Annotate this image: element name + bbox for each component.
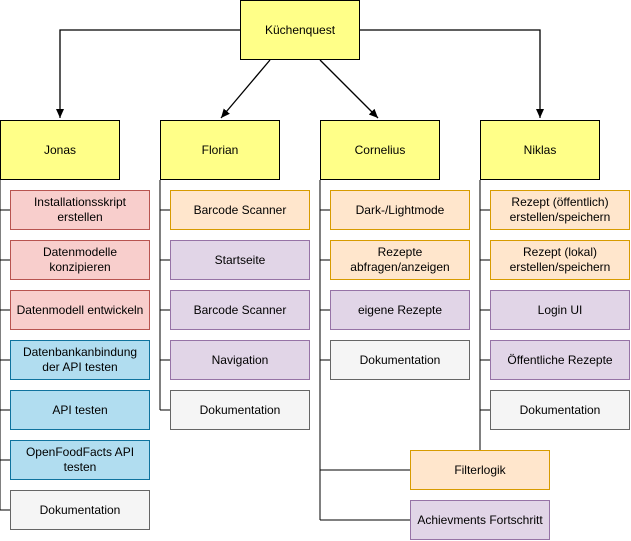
task-cornelius-1-label: Dark-/Lightmode [355, 202, 445, 217]
task-jonas-1: Installationsskript erstellen [10, 190, 150, 230]
task-niklas-3: Login UI [490, 290, 630, 330]
task-florian-3-label: Barcode Scanner [193, 302, 287, 317]
column-header-niklas-label: Niklas [523, 142, 557, 157]
task-jonas-6-label: OpenFoodFacts API testen [25, 445, 135, 474]
column-header-florian-label: Florian [201, 142, 239, 157]
task-jonas-5-label: API testen [52, 402, 108, 417]
task-cornelius-2: Rezepte abfragen/anzeigen [330, 240, 470, 280]
task-jonas-7-label: Dokumentation [39, 502, 121, 517]
root-node-label: Küchenquest [264, 22, 336, 37]
column-header-cornelius-label: Cornelius [354, 142, 406, 157]
task-niklas-5: Dokumentation [490, 390, 630, 430]
task-jonas-2: Datenmodelle konzipieren [10, 240, 150, 280]
task-jonas-3: Datenmodell entwickeln [10, 290, 150, 330]
shared-task-1-label: Filterlogik [454, 462, 506, 477]
task-cornelius-4: Dokumentation [330, 340, 470, 380]
task-florian-1-label: Barcode Scanner [193, 202, 287, 217]
arrow-root-to-niklas [360, 29, 544, 118]
task-jonas-6: OpenFoodFacts API testen [10, 440, 150, 480]
task-jonas-2-label: Datenmodelle konzipieren [42, 245, 118, 274]
task-florian-5: Dokumentation [170, 390, 310, 430]
column-header-florian: Florian [160, 120, 280, 180]
shared-task-2-label: Achievments Fortschritt [417, 512, 543, 527]
column-header-cornelius: Cornelius [320, 120, 440, 180]
task-niklas-2-label: Rezept (lokal) erstellen/speichern [509, 245, 611, 274]
shared-task-2: Achievments Fortschritt [410, 500, 550, 540]
column-header-jonas-label: Jonas [43, 142, 77, 157]
task-florian-4-label: Navigation [211, 352, 269, 367]
shared-task-1: Filterlogik [410, 450, 550, 490]
task-florian-2: Startseite [170, 240, 310, 280]
column-header-niklas: Niklas [480, 120, 600, 180]
task-niklas-1: Rezept (öffentlich) erstellen/speichern [490, 190, 630, 230]
task-jonas-7: Dokumentation [10, 490, 150, 530]
arrow-root-to-jonas [56, 29, 240, 118]
task-jonas-3-label: Datenmodell entwickeln [16, 302, 144, 317]
task-jonas-4-label: Datenbankanbindung der API testen [22, 345, 138, 374]
task-niklas-3-label: Login UI [537, 302, 583, 317]
task-niklas-1-label: Rezept (öffentlich) erstellen/speichern [509, 195, 611, 224]
arrow-root-to-florian [220, 59, 271, 119]
task-niklas-4: Öffentliche Rezepte [490, 340, 630, 380]
column-header-jonas: Jonas [0, 120, 120, 180]
task-niklas-5-label: Dokumentation [519, 402, 601, 417]
task-jonas-4: Datenbankanbindung der API testen [10, 340, 150, 380]
task-cornelius-2-label: Rezepte abfragen/anzeigen [350, 245, 450, 274]
task-florian-1: Barcode Scanner [170, 190, 310, 230]
task-niklas-2: Rezept (lokal) erstellen/speichern [490, 240, 630, 280]
task-florian-5-label: Dokumentation [199, 402, 281, 417]
arrow-root-to-cornelius [319, 59, 379, 119]
task-jonas-5: API testen [10, 390, 150, 430]
task-florian-3: Barcode Scanner [170, 290, 310, 330]
task-cornelius-1: Dark-/Lightmode [330, 190, 470, 230]
task-florian-2-label: Startseite [214, 252, 266, 267]
root-node: Küchenquest [240, 0, 360, 60]
task-jonas-1-label: Installationsskript erstellen [33, 195, 127, 224]
task-florian-4: Navigation [170, 340, 310, 380]
task-cornelius-4-label: Dokumentation [359, 352, 441, 367]
task-niklas-4-label: Öffentliche Rezepte [507, 352, 613, 367]
task-cornelius-3-label: eigene Rezepte [357, 302, 443, 317]
task-cornelius-3: eigene Rezepte [330, 290, 470, 330]
